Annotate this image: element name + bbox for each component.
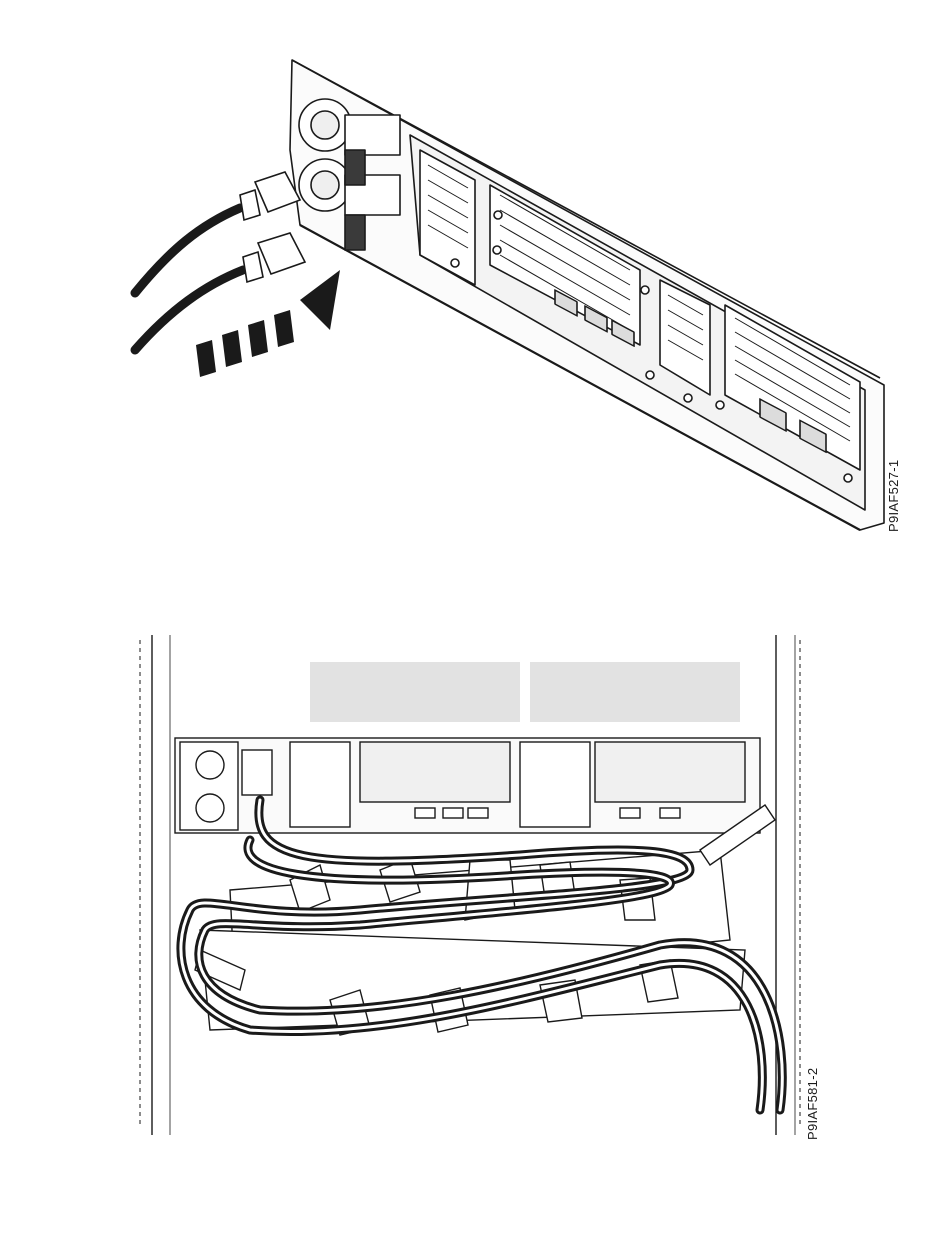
- figure-label-top: P9IAF527-1: [886, 460, 901, 532]
- server-rear-illustration: [0, 0, 950, 560]
- vent-grille-right: [530, 662, 740, 722]
- vent-grille-left: [310, 662, 520, 722]
- figure-top-server-rear-power-cords: [0, 0, 950, 560]
- figure-label-bottom: P9IAF581-2: [805, 1068, 820, 1140]
- power-cord-icon: [135, 172, 300, 293]
- cable-management-arm-icon: [195, 805, 775, 1035]
